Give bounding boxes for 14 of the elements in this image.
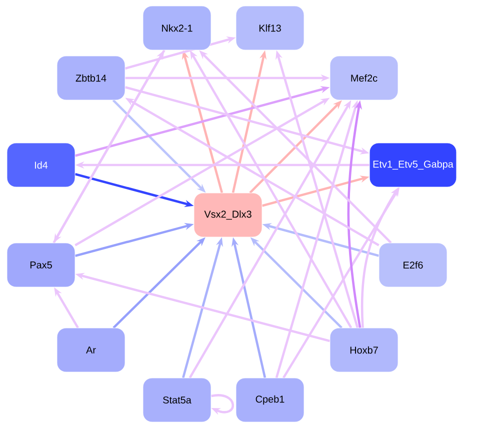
gene-box: Stat5a bbox=[142, 378, 212, 422]
gene-box: Klf13 bbox=[236, 6, 304, 50]
gene-box: Nkx2-1 bbox=[142, 6, 212, 50]
gene-box: Mef2c bbox=[330, 56, 398, 100]
gene-box: Vsx2_Dlx3 bbox=[194, 192, 262, 238]
gene-box: E2f6 bbox=[378, 242, 448, 288]
gene-box: Ar bbox=[56, 328, 126, 372]
gene-box: Id4 bbox=[6, 142, 76, 188]
gene-box: Pax5 bbox=[6, 242, 76, 288]
gene-box: Hoxb7 bbox=[330, 328, 398, 372]
gene-box: Etv1_Etv5_Gabpa bbox=[369, 142, 457, 188]
arrow bbox=[211, 394, 234, 415]
gene-box: Zbtb14 bbox=[56, 56, 126, 100]
gene-box: Cpeb1 bbox=[236, 378, 304, 422]
